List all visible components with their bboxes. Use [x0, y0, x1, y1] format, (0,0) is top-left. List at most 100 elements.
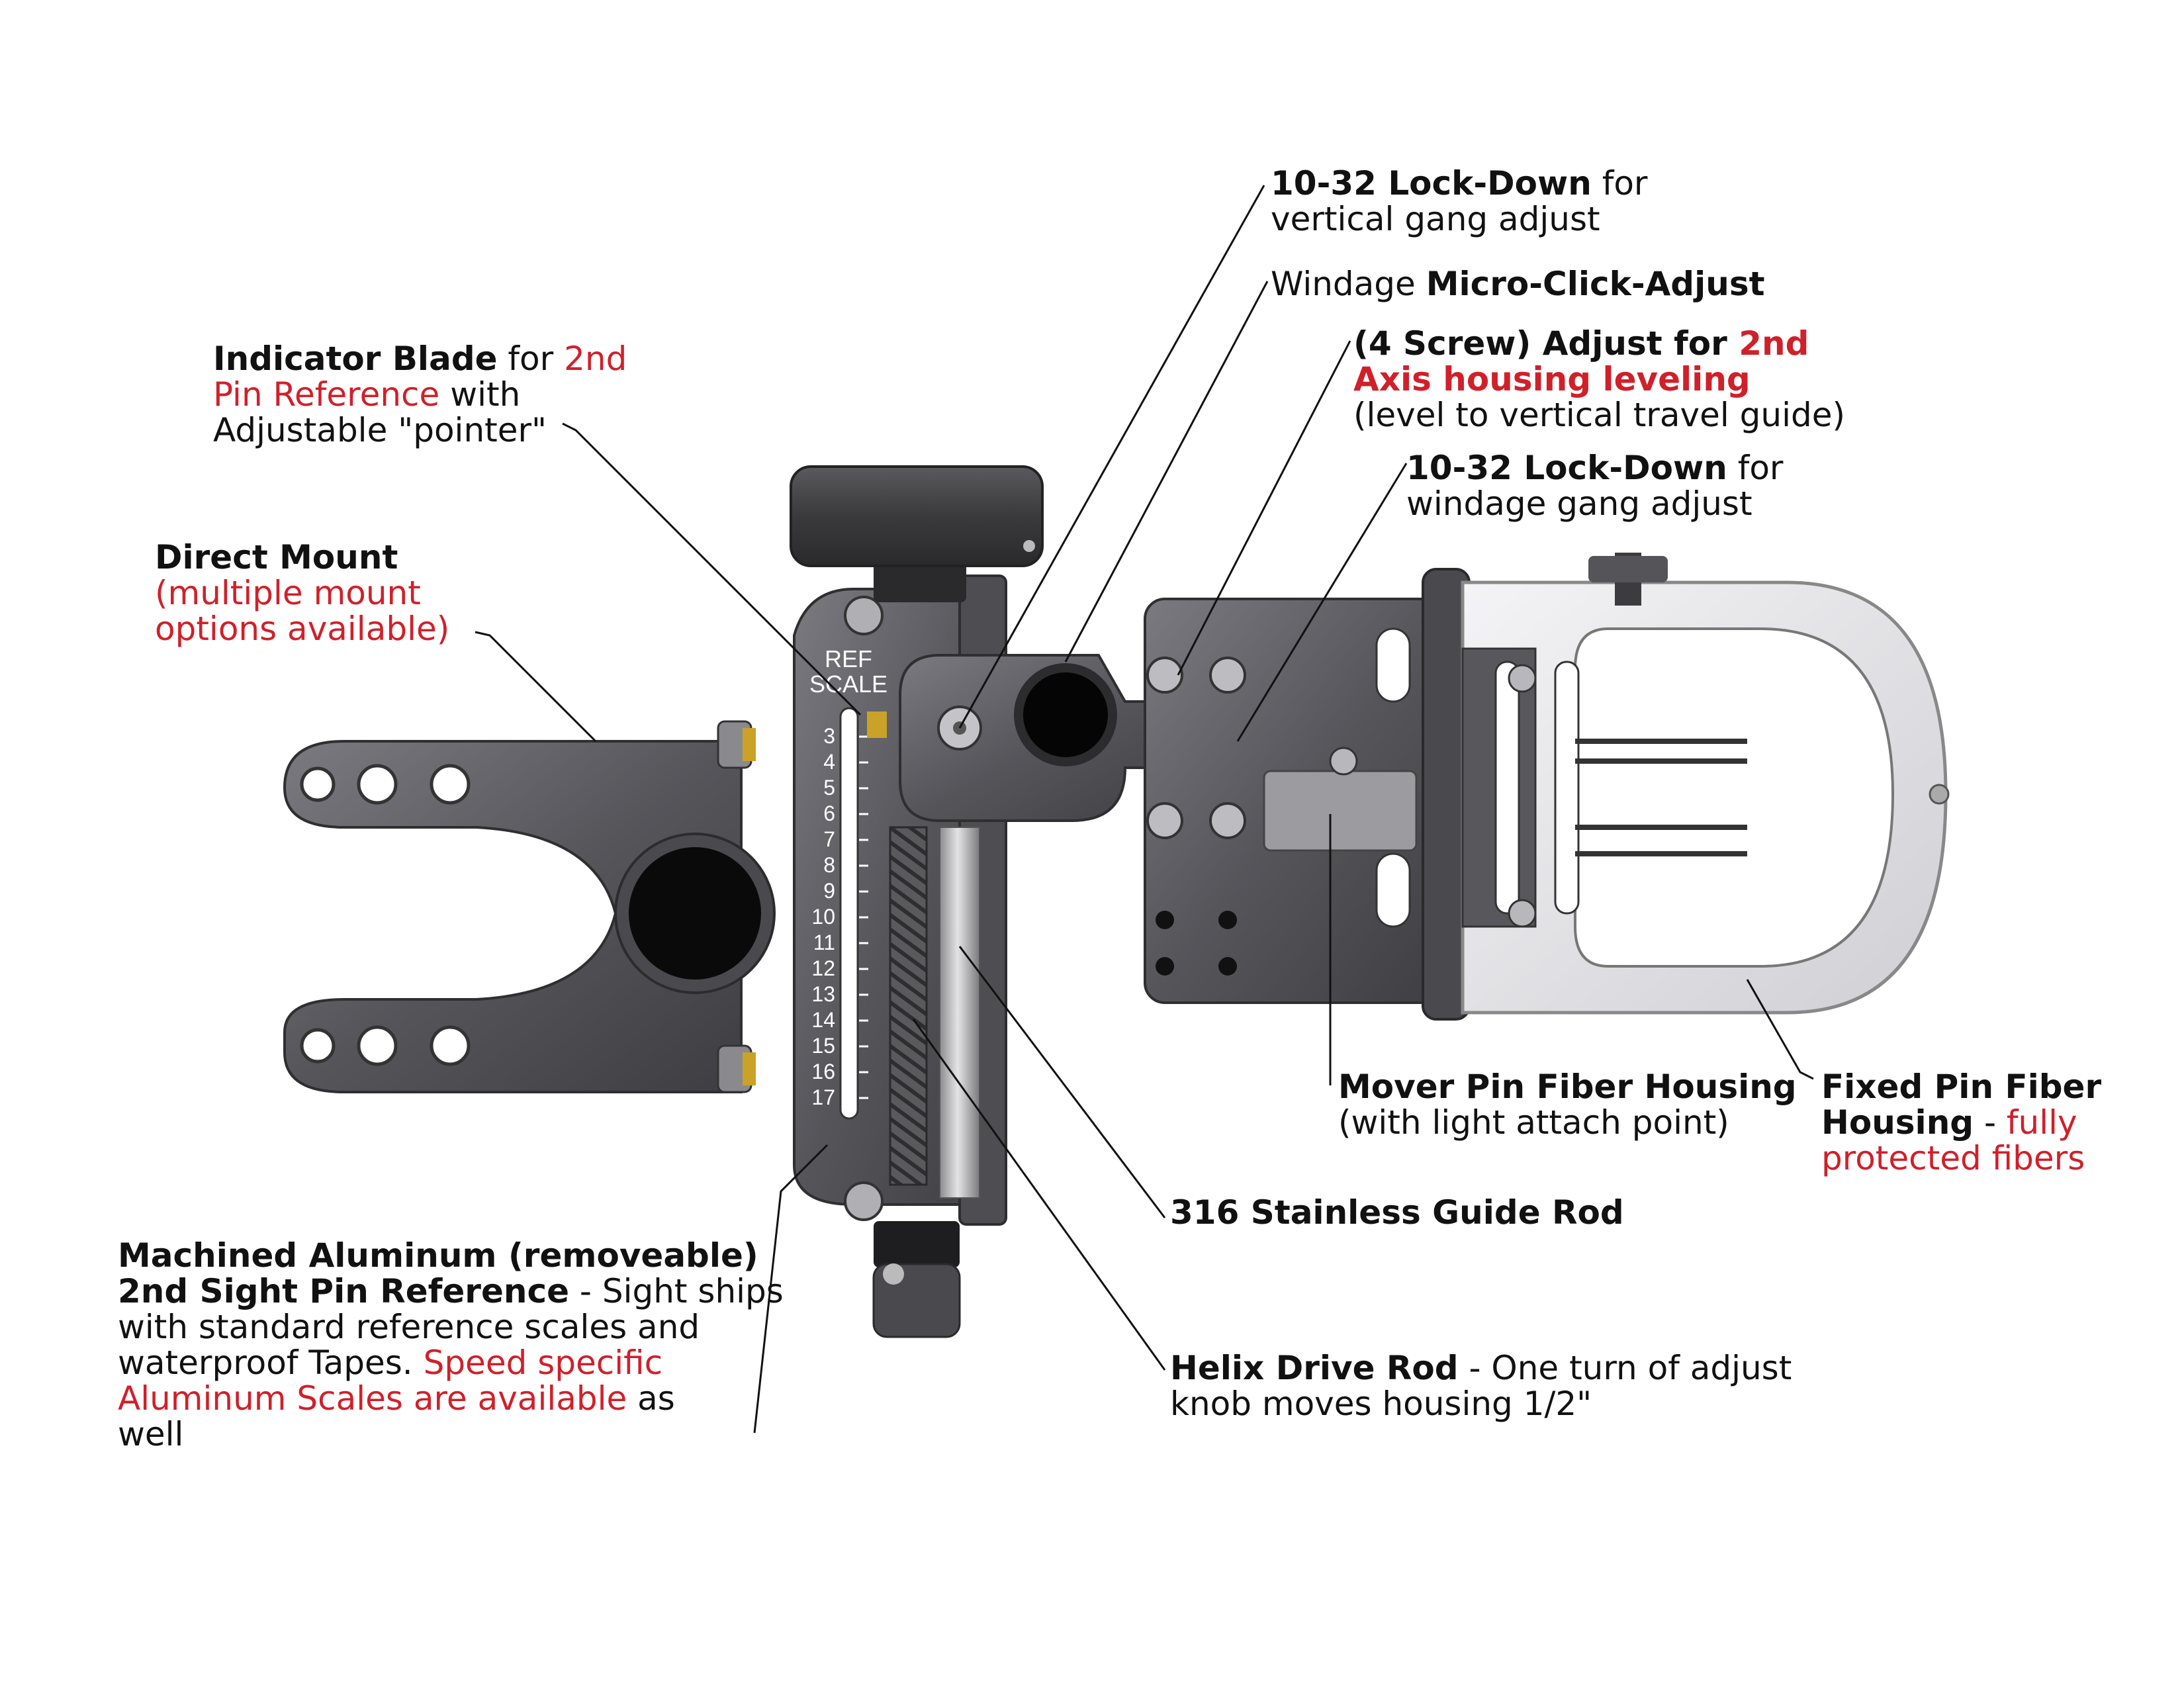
- leader-lockdown-vertical: [958, 185, 1265, 729]
- callout-line: 316 Stainless Guide Rod: [1170, 1195, 1624, 1230]
- leader-helix-drive: [912, 1019, 1166, 1371]
- callout-text: well: [118, 1415, 184, 1453]
- callout-text: Windage: [1271, 265, 1426, 303]
- direct-mount-bracket: [283, 720, 776, 1093]
- callout-line: 2nd Sight Pin Reference - Sight ships: [118, 1273, 784, 1309]
- leveling-screw[interactable]: [1209, 657, 1246, 694]
- callout-text: protected fibers: [1821, 1139, 2085, 1177]
- helix-drive-rod: [889, 826, 928, 1186]
- callout-line: options available): [155, 611, 449, 647]
- callout-text: - Sight ships: [569, 1272, 784, 1310]
- reference-scale-slot: [839, 707, 859, 1120]
- callout-line: knob moves housing 1/2": [1170, 1386, 1792, 1422]
- callout-line: (4 Screw) Adjust for 2nd: [1353, 326, 1845, 361]
- callout-text: Axis housing leveling: [1353, 360, 1751, 398]
- windage-micro-click-knob[interactable]: [1023, 672, 1108, 757]
- callout-text: Helix Drive Rod: [1170, 1349, 1459, 1387]
- callout-text: Direct Mount: [155, 538, 398, 576]
- callout-text: Pin Reference: [213, 375, 440, 414]
- callout-line: Fixed Pin Fiber: [1821, 1069, 2101, 1105]
- callout-text: with standard reference scales and: [118, 1308, 700, 1346]
- callout-mover-pin: Mover Pin Fiber Housing(with light attac…: [1338, 1069, 1797, 1140]
- callout-line: (multiple mount: [155, 575, 449, 611]
- callout-text: 2nd: [1739, 324, 1809, 363]
- leader-windage-micro: [1064, 281, 1269, 663]
- callout-text: windage gang adjust: [1406, 484, 1752, 523]
- scale-number: 16: [811, 1060, 835, 1083]
- leveling-screw[interactable]: [1209, 802, 1246, 839]
- callout-line: Pin Reference with: [213, 377, 627, 412]
- callout-line: 10-32 Lock-Down for: [1271, 165, 1647, 201]
- callout-text: Adjustable "pointer": [213, 411, 547, 449]
- callout-text: 2nd Sight Pin Reference: [118, 1272, 570, 1310]
- callout-text: (4 Screw) Adjust for: [1353, 324, 1739, 363]
- callout-text: Indicator Blade: [213, 340, 498, 378]
- scale-number: 13: [811, 982, 835, 1006]
- callout-text: Housing: [1821, 1103, 1974, 1142]
- scale-number: 3: [823, 724, 835, 748]
- callout-text: (with light attach point): [1338, 1103, 1729, 1142]
- leader-indicator-blade: [562, 422, 862, 716]
- leader-direct-mount: [475, 631, 597, 743]
- callout-text: 10-32 Lock-Down: [1406, 449, 1727, 487]
- callout-text: (level to vertical travel guide): [1353, 396, 1845, 434]
- callout-text: - One turn of adjust: [1458, 1349, 1792, 1387]
- leader-guide-rod: [958, 946, 1166, 1218]
- callout-text: vertical gang adjust: [1271, 200, 1600, 238]
- guide-rod: [939, 827, 980, 1199]
- callout-line: Machined Aluminum (removeable): [118, 1238, 784, 1273]
- callout-text: for: [1727, 449, 1784, 487]
- callout-line: Adjustable "pointer": [213, 412, 627, 448]
- leader-lockdown-windage: [1236, 463, 1408, 742]
- leveling-screw[interactable]: [1146, 802, 1183, 839]
- leader-four-screw: [1177, 340, 1351, 676]
- callout-line: (level to vertical travel guide): [1353, 397, 1845, 433]
- callout-line: waterproof Tapes. Speed specific: [118, 1345, 784, 1381]
- scale-number: 14: [811, 1008, 835, 1032]
- callout-line: Windage Micro-Click-Adjust: [1271, 266, 1765, 302]
- callout-text: Machined Aluminum (removeable): [118, 1236, 758, 1275]
- callout-text: with: [439, 375, 521, 414]
- callout-guide-rod: 316 Stainless Guide Rod: [1170, 1195, 1624, 1230]
- scale-number: 6: [823, 801, 835, 825]
- callout-text: (multiple mount: [155, 574, 421, 612]
- scale-header: REF: [825, 645, 872, 672]
- callout-line: vertical gang adjust: [1271, 201, 1647, 237]
- callout-text: for: [1591, 164, 1648, 203]
- knob-stem: [874, 563, 966, 602]
- scale-header: SCALE: [809, 670, 887, 698]
- callout-text: as: [627, 1379, 675, 1418]
- adjust-knob[interactable]: [790, 465, 1044, 567]
- callout-text: 2nd: [564, 340, 627, 378]
- scale-number: 4: [823, 750, 835, 774]
- frame-screw-top: [844, 596, 884, 635]
- callout-text: -: [1974, 1103, 2007, 1142]
- callout-windage-micro: Windage Micro-Click-Adjust: [1271, 266, 1765, 302]
- scale-number: 8: [823, 853, 835, 877]
- callout-line: Housing - fully: [1821, 1105, 2101, 1140]
- leveling-screw[interactable]: [1146, 657, 1183, 694]
- callout-text: Speed specific: [423, 1344, 663, 1382]
- callout-text: 316 Stainless Guide Rod: [1170, 1193, 1624, 1232]
- callout-text: knob moves housing 1/2": [1170, 1385, 1592, 1423]
- scale-number: 10: [811, 905, 835, 929]
- leader-lines: [475, 185, 1814, 1434]
- callout-line: Mover Pin Fiber Housing: [1338, 1069, 1797, 1105]
- callout-text: options available): [155, 610, 450, 648]
- leader-machined-aluminum: [753, 1144, 829, 1434]
- callout-line: with standard reference scales and: [118, 1309, 784, 1345]
- callout-line: (with light attach point): [1338, 1105, 1797, 1140]
- callout-line: protected fibers: [1821, 1140, 2101, 1176]
- callout-line: well: [118, 1416, 784, 1452]
